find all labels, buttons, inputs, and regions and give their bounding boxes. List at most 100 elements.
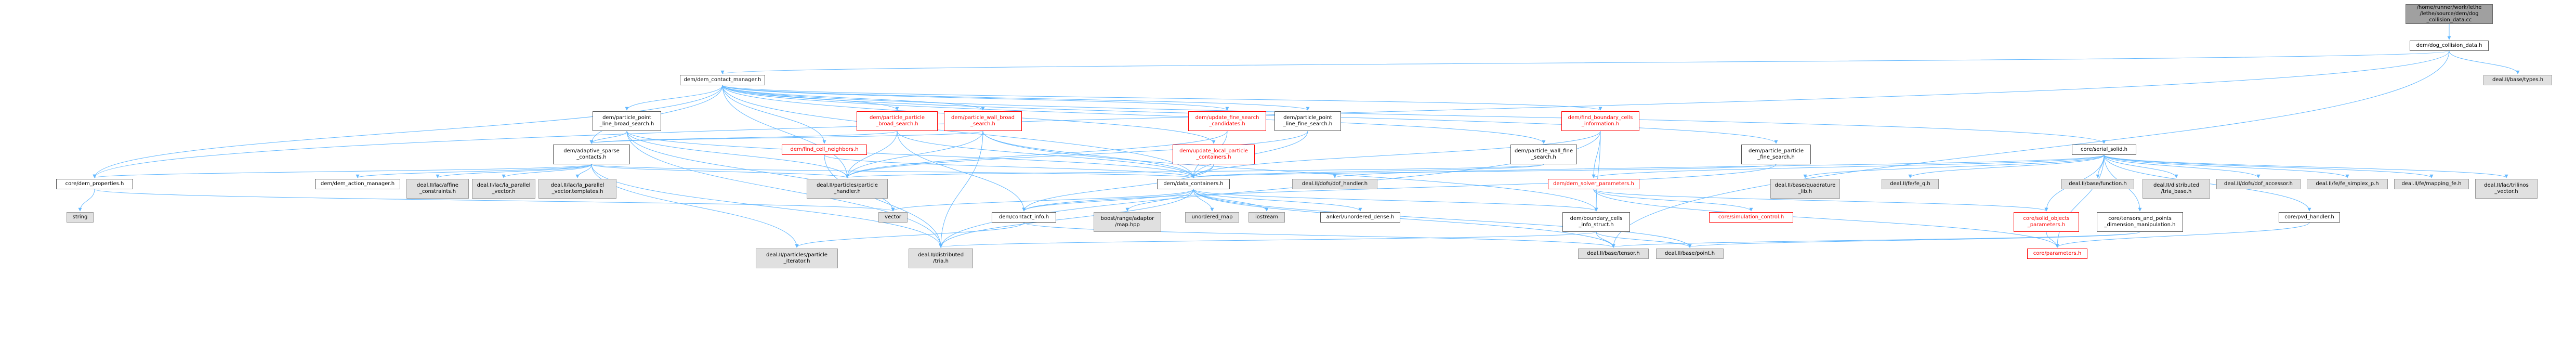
graph-node-label: dem/find_cell_neighbors.h [790, 147, 859, 152]
graph-node-find-cell-nb[interactable]: dem/find_cell_neighbors.h [782, 145, 867, 155]
graph-node-dem-properties[interactable]: core/dem_properties.h [56, 179, 133, 189]
graph-node-contact-info[interactable]: dem/contact_info.h [992, 212, 1056, 223]
graph-node-particle-handler[interactable]: deal.II/particles/particle _handler.h [807, 179, 888, 199]
graph-node-root: /home/runner/work/lethe /lethe/source/de… [2406, 4, 2493, 24]
graph-node-base-function[interactable]: deal.II/base/function.h [2061, 179, 2134, 189]
graph-node-boundary-cells-info[interactable]: dem/boundary_cells _info_struct.h [1562, 212, 1630, 232]
graph-node-simulation-control[interactable]: core/simulation_control.h [1709, 212, 1793, 223]
graph-node-ankerl-dense[interactable]: ankerl/unordered_dense.h [1320, 212, 1400, 223]
graph-node-label: dem/particle_particle _broad_search.h [869, 115, 925, 127]
graph-node-dog-col[interactable]: dem/dog_collision_data.h [2410, 41, 2489, 51]
graph-node-label: core/tensors_and_points _dimension_manip… [2104, 216, 2176, 228]
graph-node-label: dem/dog_collision_data.h [2416, 43, 2482, 48]
graph-node-label: core/pvd_handler.h [2284, 214, 2334, 220]
graph-node-label: deal.II/base/point.h [1664, 251, 1715, 256]
graph-node-adaptive-sparse[interactable]: dem/adaptive_sparse _contacts.h [553, 145, 630, 164]
graph-node-label: deal.II/particles/particle _handler.h [817, 182, 878, 194]
graph-node-label: dem/contact_info.h [998, 214, 1049, 220]
graph-node-vector[interactable]: vector [878, 212, 908, 223]
graph-node-contact-mgr[interactable]: dem/dem_contact_manager.h [680, 75, 765, 85]
graph-node-la-parallel-vector[interactable]: deal.II/lac/la_parallel _vector.h [472, 179, 535, 199]
graph-node-dist-tria[interactable]: deal.II/distributed /tria.h [909, 249, 973, 268]
graph-node-particle-iterator[interactable]: deal.II/particles/particle _iterator.h [756, 249, 838, 268]
graph-node-update-fine[interactable]: dem/update_fine_search _candidates.h [1188, 111, 1266, 131]
graph-node-solid-objects-params[interactable]: core/solid_objects _parameters.h [2014, 212, 2079, 232]
graph-node-unordered-map[interactable]: unordered_map [1185, 212, 1239, 223]
graph-node-action-mgr[interactable]: dem/dem_action_manager.h [315, 179, 400, 189]
graph-node-label: dem/dem_contact_manager.h [684, 77, 761, 83]
graph-node-label: deal.II/particles/particle _iterator.h [766, 252, 827, 264]
graph-node-base-types[interactable]: deal.II/base/types.h [2483, 75, 2552, 85]
graph-node-affine-constraints[interactable]: deal.II/lac/affine _constraints.h [406, 179, 469, 199]
graph-node-label: deal.II/lac/la_parallel _vector.h [477, 182, 531, 194]
graph-node-dof-accessor[interactable]: deal.II/dofs/dof_accessor.h [2216, 179, 2301, 189]
graph-node-update-local[interactable]: dem/update_local_particle _containers.h [1173, 145, 1255, 164]
graph-node-label: deal.II/base/types.h [2492, 77, 2544, 83]
graph-node-label: deal.II/lac/affine _constraints.h [417, 182, 458, 194]
graph-node-pp-broad-search[interactable]: dem/particle_particle _broad_search.h [857, 111, 938, 131]
graph-node-pp-fine[interactable]: dem/particle_particle _fine_search.h [1741, 145, 1811, 164]
graph-node-serial-solid[interactable]: core/serial_solid.h [2072, 145, 2136, 155]
graph-node-tensor[interactable]: deal.II/base/tensor.h [1578, 249, 1649, 259]
graph-node-string[interactable]: string [67, 212, 94, 223]
graph-node-boost-map[interactable]: boost/range/adaptor /map.hpp [1094, 212, 1161, 232]
graph-node-fe-q[interactable]: deal.II/fe/fe_q.h [1882, 179, 1939, 189]
graph-node-pp-line-fine[interactable]: dem/particle_point _line_fine_search.h [1274, 111, 1341, 131]
graph-node-label: deal.II/base/tensor.h [1587, 251, 1640, 256]
graph-node-pvd-handler[interactable]: core/pvd_handler.h [2279, 212, 2340, 223]
graph-node-label: deal.II/fe/mapping_fe.h [2401, 181, 2462, 187]
graph-node-iostream[interactable]: iostream [1248, 212, 1285, 223]
graph-node-find-boundary[interactable]: dem/find_boundary_cells _information.h [1561, 111, 1639, 131]
graph-node-label: string [72, 214, 88, 220]
graph-node-label: core/serial_solid.h [2081, 147, 2127, 152]
graph-node-label: deal.II/base/quadrature _lib.h [1775, 182, 1836, 194]
graph-node-quadrature-lib[interactable]: deal.II/base/quadrature _lib.h [1770, 179, 1840, 199]
graph-node-label: dem/particle_wall_broad _search.h [951, 115, 1015, 127]
graph-node-data-containers[interactable]: dem/data_containers.h [1157, 179, 1230, 189]
graph-node-mapping-fe[interactable]: deal.II/fe/mapping_fe.h [2394, 179, 2469, 189]
graph-node-label: deal.II/dofs/dof_accessor.h [2224, 181, 2293, 187]
graph-node-label: deal.II/distributed /tria_base.h [2153, 182, 2200, 194]
graph-node-label: dem/update_fine_search _candidates.h [1195, 115, 1259, 127]
graph-node-fe-simplex[interactable]: deal.II/fe/fe_simplex_p.h [2307, 179, 2388, 189]
graph-node-label: vector [885, 214, 901, 220]
graph-node-label: deal.II/fe/fe_q.h [1890, 181, 1930, 187]
graph-node-point[interactable]: deal.II/base/point.h [1656, 249, 1724, 259]
graph-node-label: dem/dem_action_manager.h [320, 181, 395, 187]
graph-node-label: deal.II/fe/fe_simplex_p.h [2316, 181, 2379, 187]
graph-node-label: dem/find_boundary_cells _information.h [1568, 115, 1633, 127]
graph-node-label: dem/adaptive_sparse _contacts.h [563, 148, 620, 160]
graph-node-label: boost/range/adaptor /map.hpp [1100, 216, 1154, 228]
graph-node-label: deal.II/lac/trilinos _vector.h [2484, 182, 2529, 194]
graph-node-label: dem/dem_solver_parameters.h [1553, 181, 1634, 187]
graph-node-pp-broad[interactable]: dem/particle_point _line_broad_search.h [593, 111, 661, 131]
graph-node-dof-handler[interactable]: deal.II/dofs/dof_handler.h [1292, 179, 1377, 189]
graph-node-label: core/solid_objects _parameters.h [2023, 216, 2070, 228]
graph-node-pw-broad[interactable]: dem/particle_wall_broad _search.h [944, 111, 1022, 131]
graph-node-label: ankerl/unordered_dense.h [1326, 214, 1395, 220]
graph-node-pw-fine[interactable]: dem/particle_wall_fine _search.h [1510, 145, 1577, 164]
graph-node-label: iostream [1255, 214, 1278, 220]
graph-node-la-parallel-templates[interactable]: deal.II/lac/la_parallel _vector.template… [538, 179, 616, 199]
graph-node-label: dem/data_containers.h [1163, 181, 1224, 187]
graph-node-label: dem/particle_point _line_broad_search.h [599, 115, 654, 127]
graph-node-tensors-points[interactable]: core/tensors_and_points _dimension_manip… [2097, 212, 2183, 232]
graph-node-solver-params[interactable]: dem/dem_solver_parameters.h [1548, 179, 1639, 189]
graph-node-label: dem/boundary_cells _info_struct.h [1570, 216, 1623, 228]
graph-node-label: deal.II/dofs/dof_handler.h [1302, 181, 1368, 187]
graph-node-trilinos-vector[interactable]: deal.II/lac/trilinos _vector.h [2475, 179, 2538, 199]
graph-node-label: dem/particle_particle _fine_search.h [1748, 148, 1804, 160]
graph-node-label: dem/update_local_particle _containers.h [1179, 148, 1248, 160]
graph-node-label: dem/particle_point _line_fine_search.h [1283, 115, 1333, 127]
graph-node-label: core/simulation_control.h [1718, 214, 1784, 220]
graph-node-label: dem/particle_wall_fine _search.h [1515, 148, 1573, 160]
graph-node-label: /home/runner/work/lethe /lethe/source/de… [2416, 5, 2482, 23]
graph-node-label: deal.II/base/function.h [2069, 181, 2127, 187]
graph-node-label: core/dem_properties.h [65, 181, 124, 187]
graph-node-tria-base[interactable]: deal.II/distributed /tria_base.h [2143, 179, 2210, 199]
graph-node-core-parameters[interactable]: core/parameters.h [2027, 249, 2087, 259]
graph-node-label: deal.II/lac/la_parallel _vector.template… [550, 182, 604, 194]
graph-node-label: unordered_map [1191, 214, 1233, 220]
